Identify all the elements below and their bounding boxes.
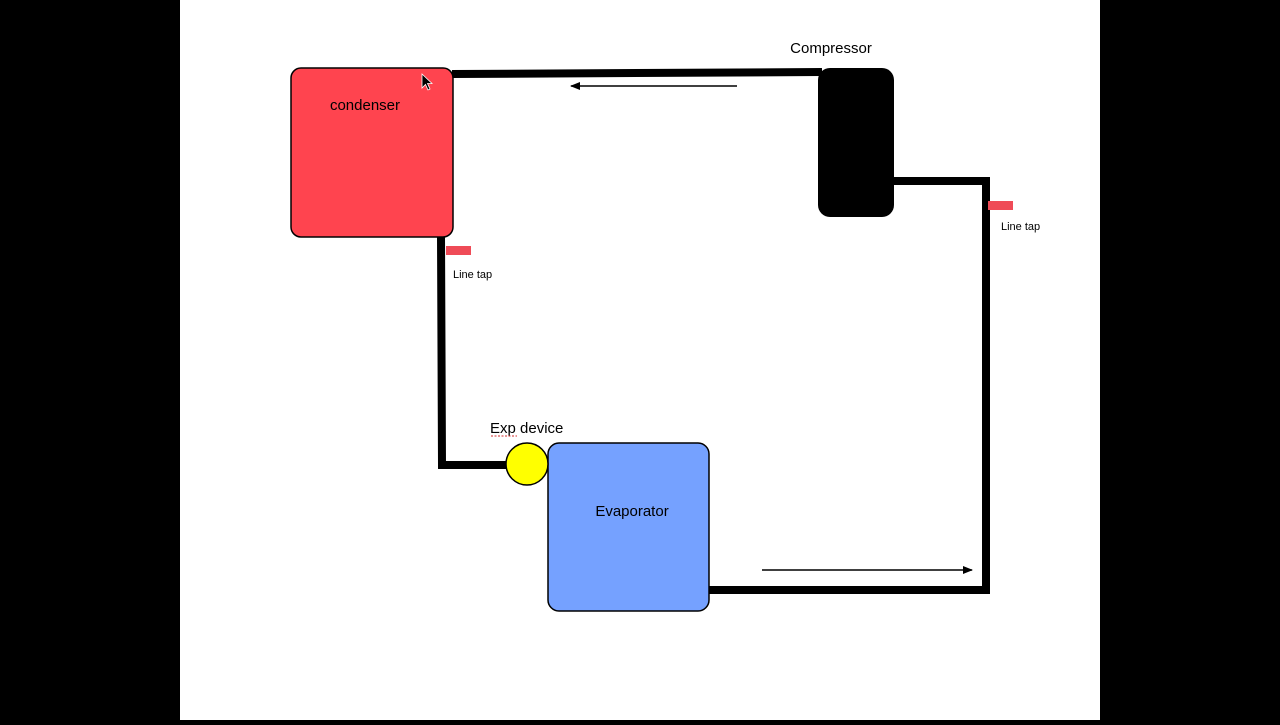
liquid-line [437,235,508,469]
compressor-body[interactable] [818,68,894,217]
exp-device-circle[interactable] [505,442,549,486]
line-tap-right-marker[interactable] [988,201,1013,210]
line-tap-left[interactable]: Line tap [446,246,492,281]
line-tap-left-label: Line tap [453,269,492,281]
evaporator-box[interactable] [547,442,710,612]
suction-line [708,177,990,594]
refrigerant-piping [437,68,990,594]
discharge-line [451,68,823,78]
compressor-label: Compressor [790,40,872,57]
line-tap-right-label: Line tap [1001,221,1040,233]
expansion-device[interactable]: Exp device [490,420,563,486]
exp-device-label: Exp device [490,420,563,437]
evaporator-label: Evaporator [595,503,668,520]
line-tap-right[interactable]: Line tap [988,201,1040,233]
mouse-pointer-icon [421,73,434,91]
compressor[interactable]: Compressor [790,40,894,217]
evaporator[interactable]: Evaporator [547,442,710,612]
condenser-label: condenser [330,97,400,114]
condenser-box[interactable] [290,67,454,238]
condenser[interactable]: condenser [290,67,454,238]
line-tap-left-marker[interactable] [446,246,471,255]
